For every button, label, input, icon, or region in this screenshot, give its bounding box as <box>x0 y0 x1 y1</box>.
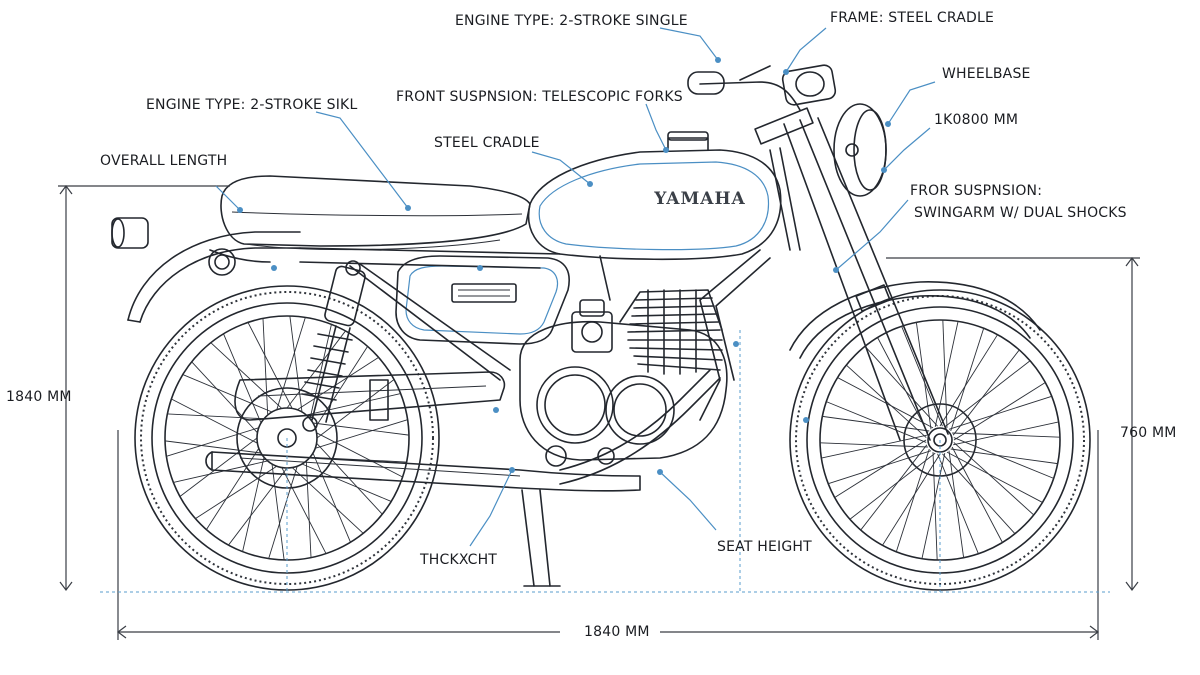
wheel-spoke <box>953 382 1046 441</box>
wheel-spoke <box>228 467 288 546</box>
exhaust <box>205 369 721 492</box>
wheel-spoke <box>171 398 258 444</box>
wheel-spoke <box>953 442 1035 516</box>
wheel-spoke <box>942 453 1016 535</box>
wheel-spoke <box>953 437 1054 479</box>
wheel-spoke <box>826 401 927 443</box>
front-forks <box>754 107 949 447</box>
label-thickness: THCKXCHT <box>420 552 498 568</box>
wheel-spoke <box>828 450 932 485</box>
wheel-spoke <box>877 337 929 434</box>
label-frame: FRAME: STEEL CRADLE <box>830 10 995 26</box>
wheel-spoke <box>223 333 262 424</box>
wheel-spoke <box>206 448 260 530</box>
side-cover <box>395 255 570 345</box>
leader-lines <box>215 27 936 547</box>
wheel-spoke <box>173 460 268 483</box>
wheel-spoke <box>939 334 998 427</box>
label-height-left: 1840 MM <box>6 389 72 405</box>
wheel-spoke <box>895 448 930 552</box>
wheel-spoke <box>901 326 943 427</box>
kickstand <box>521 489 561 587</box>
wheel-spoke <box>952 349 1020 436</box>
wheel-spoke <box>289 315 303 413</box>
wheel-spoke <box>276 317 306 410</box>
wheel-spoke <box>315 419 408 449</box>
label-seat-height: SEAT HEIGHT <box>717 539 812 555</box>
engine <box>519 289 728 467</box>
front-fender <box>789 281 1041 359</box>
label-overall-length: OVERALL LENGTH <box>100 153 228 169</box>
label-rear-suspension-line2: SWINGARM W/ DUAL SHOCKS <box>914 205 1127 221</box>
wheel-spoke <box>179 437 258 497</box>
wheel-spoke <box>312 452 351 543</box>
wheel-spoke <box>820 442 928 448</box>
wheel-spoke <box>864 345 938 427</box>
wheel-spoke <box>297 357 379 411</box>
wheel-spoke <box>164 440 262 454</box>
wheel-spoke <box>262 318 269 416</box>
wheel-spoke <box>946 451 1043 503</box>
tank-brand-text: YAMAHA <box>653 189 746 209</box>
wheel-spoke <box>837 377 934 429</box>
headlight <box>833 103 887 197</box>
wheel-spoke <box>167 413 265 420</box>
wheel-spoke <box>268 466 298 559</box>
label-wheelbase-value: 1K0800 MM <box>934 112 1019 128</box>
swingarm <box>234 371 506 421</box>
tail-light <box>111 217 236 276</box>
wheel-spoke <box>166 427 259 457</box>
wheel-spoke <box>834 439 927 498</box>
wheel-spoke <box>281 467 327 554</box>
wheel-spoke <box>291 467 364 534</box>
dimension-lines <box>58 185 1140 640</box>
label-wheelbase: WHEELBASE <box>942 66 1031 82</box>
label-length-bottom: 1840 MM <box>584 624 650 640</box>
handlebar <box>687 65 801 111</box>
wheel-spoke <box>950 328 985 432</box>
wheel-spoke <box>301 463 392 502</box>
wheel-spoke <box>948 450 965 558</box>
wheel-spoke <box>942 320 948 428</box>
wheel-spoke <box>821 434 927 459</box>
wheel-spoke <box>271 463 285 561</box>
wheel-spoke <box>932 452 938 560</box>
rear-shock <box>301 260 366 432</box>
wheel-spoke <box>948 395 1052 430</box>
wheel-spoke <box>247 322 293 409</box>
wheel-spoke <box>286 330 346 409</box>
seat <box>220 175 531 251</box>
wheel-spoke <box>195 465 277 519</box>
wheel-spoke <box>953 421 1059 446</box>
wheel-spoke <box>316 432 403 478</box>
wheel-spoke <box>316 379 395 439</box>
label-steel-cradle: STEEL CRADLE <box>434 135 540 151</box>
label-engine-type-top: ENGINE TYPE: 2-STROKE SINGLE <box>455 13 688 29</box>
wheel-spoke <box>934 321 959 427</box>
wheel-spoke <box>305 460 312 558</box>
wheel-spoke <box>210 342 283 409</box>
wheel-spoke <box>882 453 941 546</box>
wheel-spoke <box>822 415 930 432</box>
speedometer <box>781 64 837 106</box>
wheel-spoke <box>306 393 401 416</box>
wheel-spoke <box>849 452 936 520</box>
label-engine-type-left: ENGINE TYPE: 2-STROKE SIKL <box>146 97 358 113</box>
wheel-spoke <box>312 422 410 436</box>
label-front-suspension: FRONT SUSPNSION: TELESCOPIC FORKS <box>396 89 683 105</box>
wheel-spoke <box>182 374 273 413</box>
label-height-right: 760 MM <box>1120 425 1177 441</box>
wheel-spoke <box>944 360 1031 428</box>
wheel-spoke <box>921 453 946 559</box>
wheel-spoke <box>191 361 258 434</box>
wheel-spoke <box>950 448 1058 465</box>
label-rear-suspension-line1: FROR SUSPNSION: <box>910 183 1043 199</box>
wheel-spoke <box>937 453 979 554</box>
wheel-spoke <box>952 432 1060 438</box>
wheel-spoke <box>951 446 1003 543</box>
wheel-spoke <box>860 444 928 531</box>
